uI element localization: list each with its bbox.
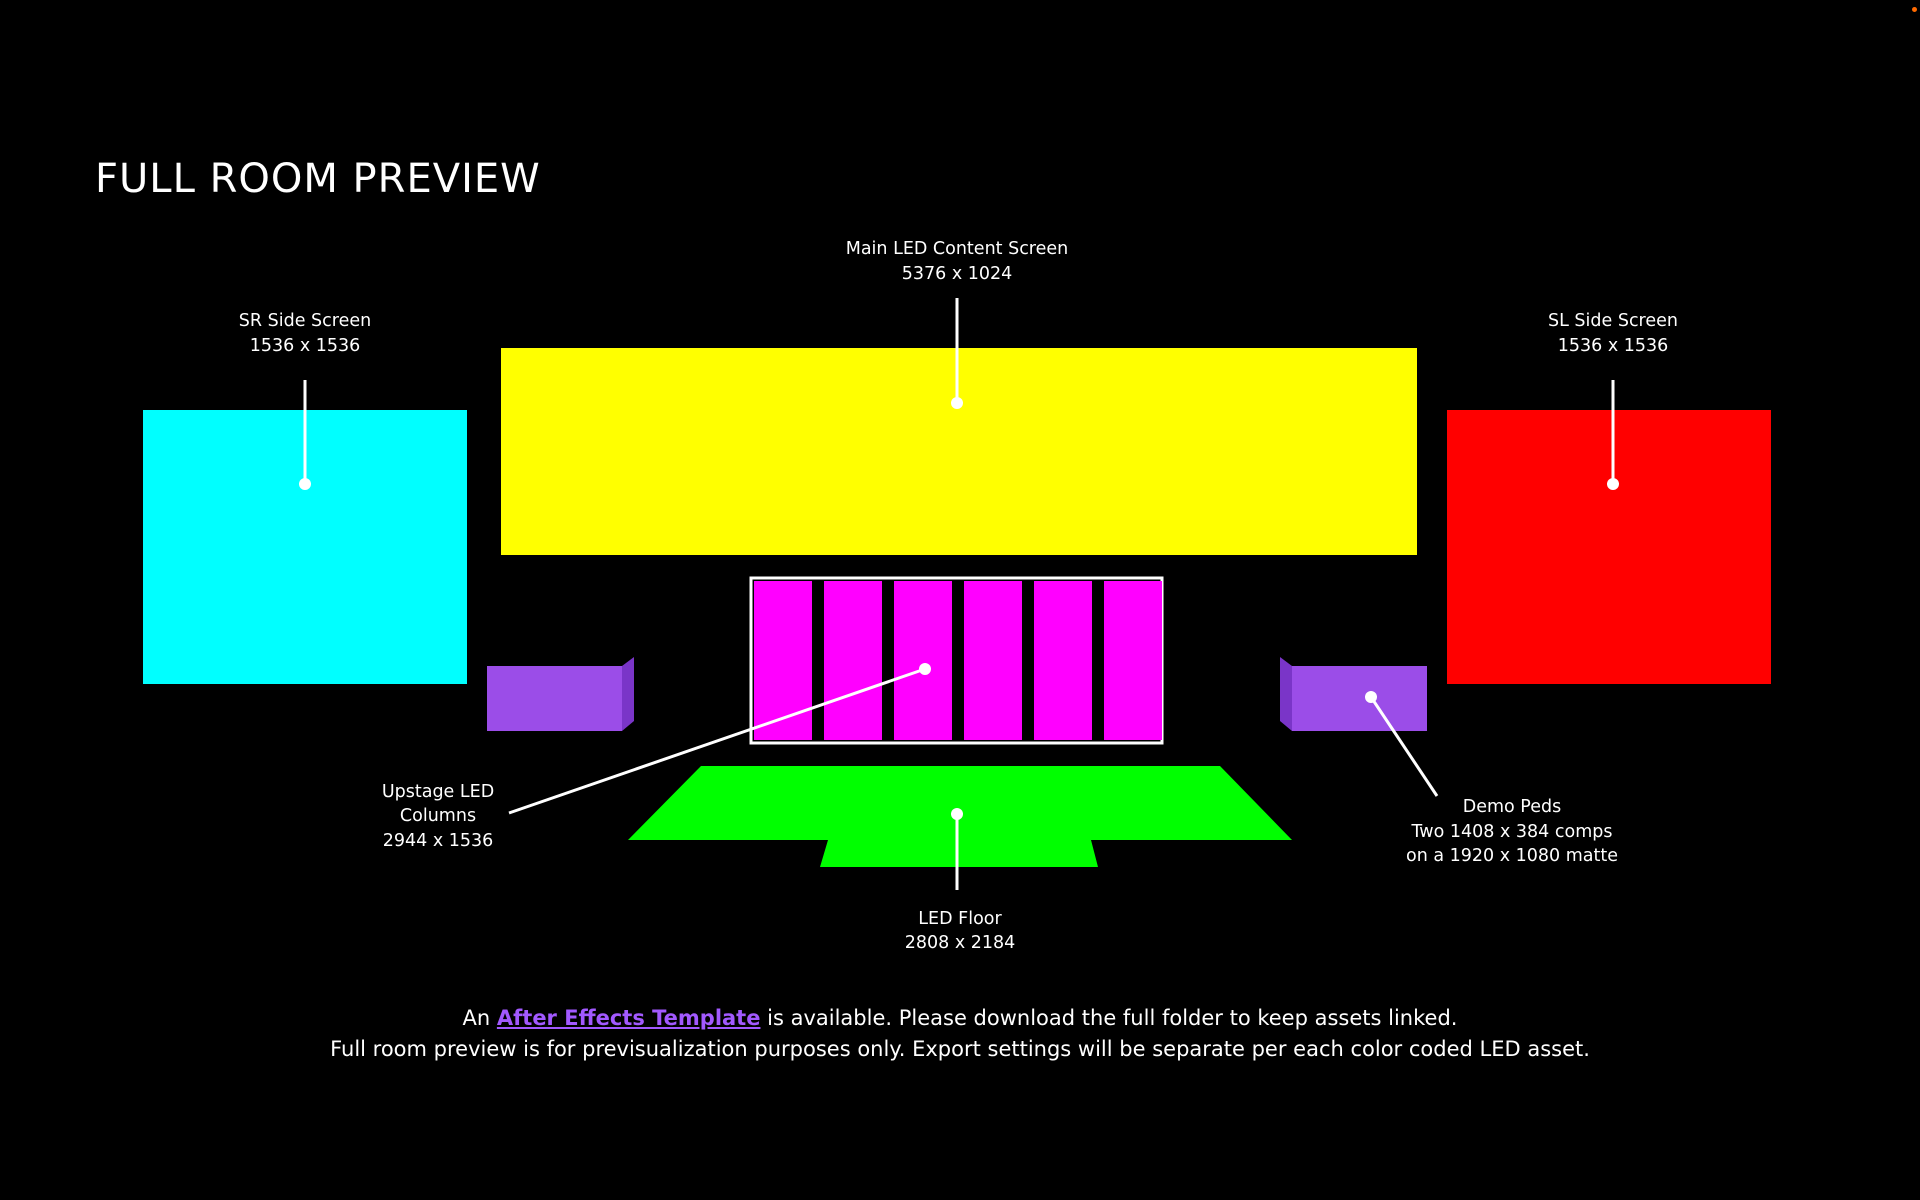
callout-line-upstage xyxy=(508,667,926,815)
peds-line3: on a 1920 x 1080 matte xyxy=(1406,846,1618,866)
peds-line2: Two 1408 x 384 comps xyxy=(1411,822,1613,842)
upstage-led-column xyxy=(1104,581,1162,740)
demo-ped-right xyxy=(1280,657,1427,731)
main-screen-name: Main LED Content Screen xyxy=(846,239,1069,259)
upstage-columns-group xyxy=(754,581,1162,740)
upstage-columns-frame xyxy=(749,576,1164,745)
upstage-name-line1: Upstage LED xyxy=(382,782,494,802)
footer-suffix: is available. Please download the full f… xyxy=(760,1006,1458,1030)
sl-screen-name: SL Side Screen xyxy=(1548,311,1678,331)
sr-screen-name: SR Side Screen xyxy=(239,311,371,331)
callout-dot-main xyxy=(951,397,963,409)
corner-indicator-dot xyxy=(1912,7,1917,12)
floor-size: 2808 x 2184 xyxy=(905,933,1016,953)
peds-name: Demo Peds xyxy=(1463,797,1561,817)
floor-name: LED Floor xyxy=(918,909,1002,929)
callout-dots xyxy=(299,397,1619,820)
callout-dot-peds xyxy=(1365,691,1377,703)
footer-line-1: An After Effects Template is available. … xyxy=(0,1006,1920,1030)
callout-dot-sr xyxy=(299,478,311,490)
upstage-led-column xyxy=(894,581,952,740)
callout-line-peds xyxy=(1369,696,1439,797)
upstage-led-column xyxy=(964,581,1022,740)
demo-ped-left-side xyxy=(622,657,634,731)
main-screen-size: 5376 x 1024 xyxy=(902,264,1013,284)
upstage-led-column xyxy=(754,581,812,740)
page-title: FULL ROOM PREVIEW xyxy=(95,156,541,202)
upstage-led-column xyxy=(1034,581,1092,740)
footer-line-2: Full room preview is for previsualizatio… xyxy=(330,1037,1590,1061)
sr-screen-size: 1536 x 1536 xyxy=(250,336,361,356)
upstage-led-column xyxy=(824,581,882,740)
after-effects-template-link[interactable]: After Effects Template xyxy=(496,1006,761,1030)
callout-dot-upstage xyxy=(919,663,931,675)
sl-side-screen xyxy=(1447,410,1771,684)
demo-ped-left xyxy=(487,657,634,731)
upstage-size: 2944 x 1536 xyxy=(383,831,494,851)
demo-ped-left-face xyxy=(487,666,622,731)
callout-dot-floor xyxy=(951,808,963,820)
callouts xyxy=(303,298,1615,890)
demo-ped-right-face xyxy=(1292,666,1427,731)
main-led-screen xyxy=(501,348,1417,555)
sl-screen-size: 1536 x 1536 xyxy=(1558,336,1669,356)
callout-dot-sl xyxy=(1607,478,1619,490)
upstage-led-columns xyxy=(749,576,1164,745)
upstage-name-line2: Columns xyxy=(400,806,476,826)
demo-ped-right-side xyxy=(1280,657,1292,731)
footer-prefix: An xyxy=(462,1006,497,1030)
